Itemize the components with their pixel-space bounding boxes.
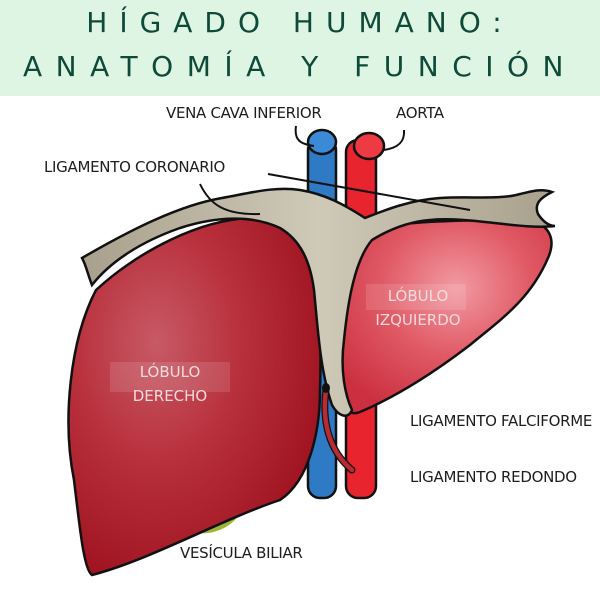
title-line-1: HÍGADO HUMANO:: [86, 6, 514, 39]
label-vena-cava: VENA CAVA INFERIOR: [166, 104, 322, 122]
title-banner: HÍGADO HUMANO: ANATOMÍA Y FUNCIÓN: [0, 0, 600, 96]
left-lobe-label: LÓBULO IZQUIERDO: [358, 284, 478, 332]
left-lobe-label-line-2: IZQUIERDO: [375, 311, 461, 329]
label-round-ligament: LIGAMENTO REDONDO: [410, 468, 577, 486]
leader-aorta: [383, 129, 406, 151]
right-lobe-label-line-1: LÓBULO: [139, 363, 201, 381]
ligament: [80, 187, 556, 417]
title-line-2: ANATOMÍA Y FUNCIÓN: [22, 50, 578, 83]
leader-vena-cava: [294, 125, 315, 147]
liver-illustration: [67, 125, 556, 577]
label-gallbladder: VESÍCULA BILIAR: [180, 544, 303, 562]
right-lobe-label: LÓBULO DERECHO: [110, 360, 230, 408]
leader-coronary-curve: [199, 183, 261, 216]
leader-coronary: [267, 173, 471, 211]
left-lobe-label-line-1: LÓBULO: [387, 287, 449, 305]
left-lobe-label-bg: [366, 284, 466, 310]
label-coronary-ligament: LIGAMENTO CORONARIO: [44, 158, 225, 176]
right-lobe-label-bg: [110, 362, 230, 392]
right-lobe-label-line-2: DERECHO: [132, 387, 208, 405]
label-aorta: AORTA: [396, 104, 444, 122]
label-falciform-ligament: LIGAMENTO FALCIFORME: [410, 412, 593, 430]
